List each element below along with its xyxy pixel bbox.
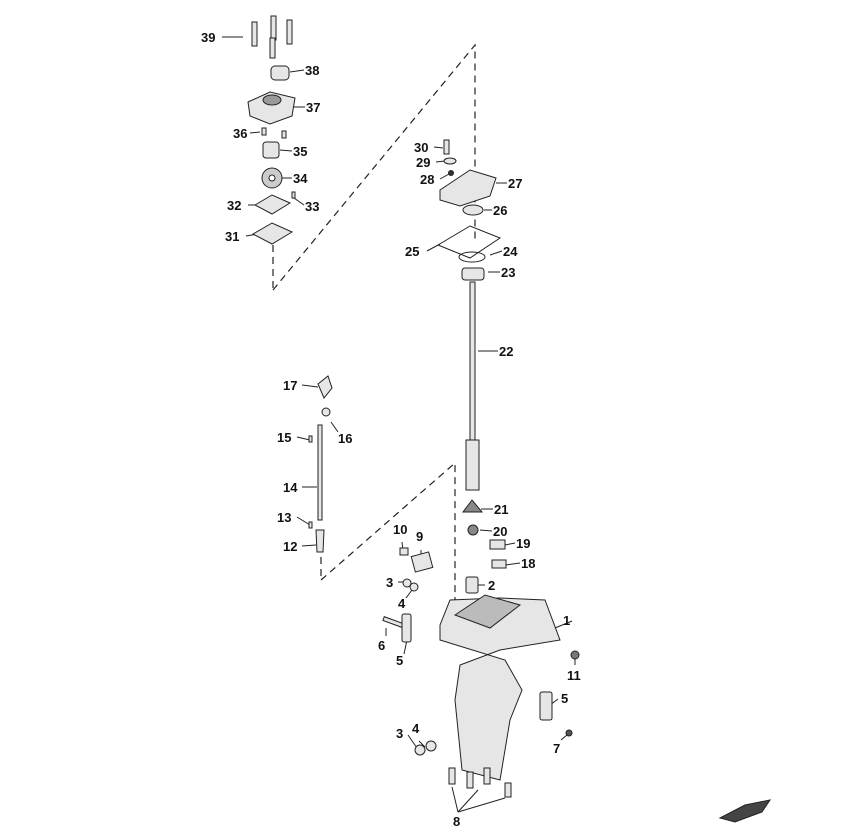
part-label-37: 37	[306, 100, 321, 115]
dashed-guide-lines	[272, 43, 476, 600]
part-label-14: 14	[283, 480, 298, 495]
part-label-1: 1	[563, 613, 571, 628]
part-label-10: 10	[393, 522, 408, 537]
part-label-13: 13	[277, 510, 292, 525]
part-label-4-lower: 4	[412, 721, 420, 736]
part-label-28: 28	[420, 172, 435, 187]
part-label-17: 17	[283, 378, 298, 393]
part-label-30: 30	[414, 140, 429, 155]
part-label-15: 15	[277, 430, 292, 445]
part-label-36: 36	[233, 126, 248, 141]
part-label-24: 24	[503, 244, 518, 259]
part-label-38: 38	[305, 63, 320, 78]
part-label-18: 18	[521, 556, 536, 571]
part-label-7: 7	[553, 741, 561, 756]
part-label-22: 22	[499, 344, 514, 359]
parts	[247, 15, 772, 823]
part-label-9: 9	[416, 529, 424, 544]
part-label-20: 20	[493, 524, 508, 539]
part-label-35: 35	[293, 144, 308, 159]
part-label-23: 23	[501, 265, 516, 280]
part-label-4: 4	[398, 596, 406, 611]
part-label-26: 26	[493, 203, 508, 218]
part-label-12: 12	[283, 539, 298, 554]
part-label-21: 21	[494, 502, 509, 517]
part-label-8: 8	[453, 814, 461, 829]
part-label-39: 39	[201, 30, 216, 45]
part-label-27: 27	[508, 176, 523, 191]
part-label-31: 31	[225, 229, 240, 244]
part-label-6: 6	[378, 638, 386, 653]
part-label-11: 11	[567, 668, 581, 683]
part-label-25: 25	[405, 244, 420, 259]
part-label-19: 19	[516, 536, 531, 551]
part-label-5-right: 5	[561, 691, 569, 706]
part-label-5: 5	[396, 653, 404, 668]
part-label-3-lower: 3	[396, 726, 404, 741]
part-label-34: 34	[293, 171, 308, 186]
part-label-29: 29	[416, 155, 431, 170]
part-label-32: 32	[227, 198, 242, 213]
part-label-33: 33	[305, 199, 320, 214]
part-label-3: 3	[386, 575, 394, 590]
part-label-16: 16	[338, 431, 353, 446]
part-label-2: 2	[488, 578, 496, 593]
